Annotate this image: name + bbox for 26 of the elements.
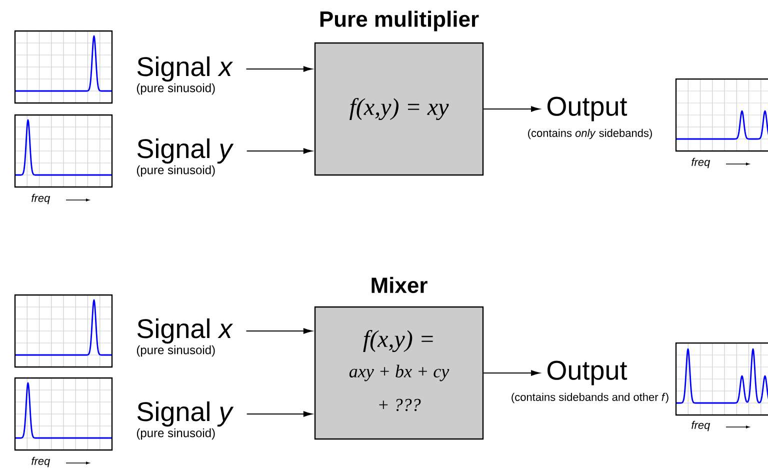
signal-label: Signal x [137, 56, 234, 82]
signal-label: Signal y [137, 138, 234, 164]
signal-note: (pure sinusoid) [136, 165, 215, 177]
arrow [246, 328, 312, 334]
function-block: f(x,y) = xy [314, 42, 484, 176]
arrow [483, 106, 540, 112]
output-note: (contains sidebands and other f) [512, 392, 668, 404]
signal-note: (pure sinusoid) [136, 83, 215, 95]
axis-label: freq [692, 420, 710, 432]
arrow [483, 370, 540, 376]
output-label: Output [548, 96, 628, 122]
signal-label: Signal y [137, 401, 234, 427]
signal-note: (pure sinusoid) [136, 345, 215, 357]
arrow [246, 66, 312, 72]
output-label: Output [548, 360, 628, 386]
block-title: Mixer [372, 276, 428, 294]
block-title: Pure mulitiplier [320, 10, 479, 32]
arrow [246, 148, 312, 154]
function-block: f(x,y) = axy + bx + cy + ??? [314, 306, 484, 440]
axis-label: freq [32, 194, 50, 204]
signal-note: (pure sinusoid) [136, 428, 215, 440]
signal-label: Signal x [137, 318, 234, 344]
output-note: (contains only sidebands) [528, 128, 652, 140]
axis-label: freq [692, 158, 710, 168]
arrow [246, 411, 312, 417]
axis-label: freq [32, 456, 50, 468]
